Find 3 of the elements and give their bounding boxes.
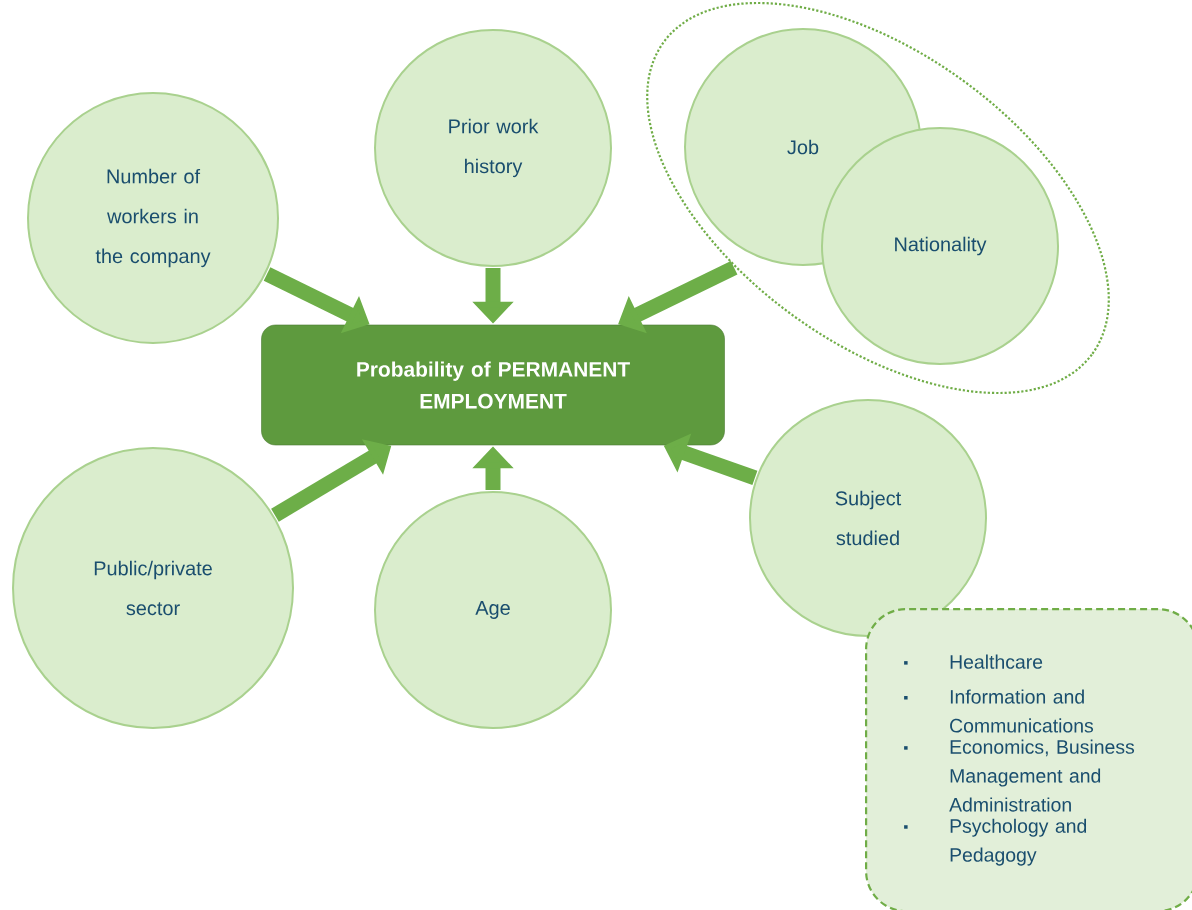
topic-list-box: Healthcare Information and Communications Economics, Business Management and Administration Psychology and Pedagogy	[865, 608, 1192, 910]
block-arrow	[618, 261, 738, 334]
process-box: Probability of PERMANENT EMPLOYMENT	[261, 324, 725, 446]
